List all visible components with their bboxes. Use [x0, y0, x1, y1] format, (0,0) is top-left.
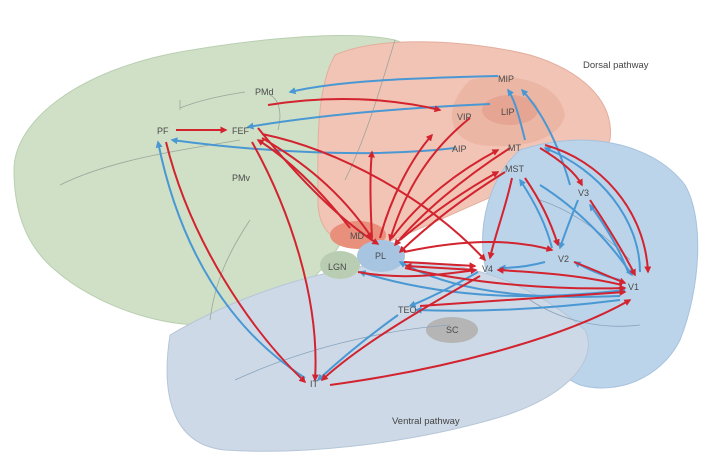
label-it: IT — [310, 379, 319, 389]
feedback-arrows — [155, 75, 641, 382]
pl-region — [357, 240, 405, 272]
arrow-v4-pl — [404, 262, 476, 271]
arrow-mip-pmd — [288, 75, 499, 95]
arrow-mst-pl — [398, 171, 506, 254]
label-lgn: LGN — [328, 262, 347, 272]
label-pmd: PMd — [255, 87, 274, 97]
arrow-v1-mt — [543, 146, 641, 273]
label-v3: V3 — [578, 188, 589, 198]
ventral-pathway-label: Ventral pathway — [392, 416, 460, 427]
arrow-v2-v1 — [573, 261, 627, 285]
arrow-aip-pf — [170, 137, 456, 155]
label-v1: V1 — [628, 282, 639, 292]
arrow-pl-mt — [391, 149, 500, 239]
arrow-pl-mst — [399, 171, 500, 241]
arrow-mt-mip — [507, 88, 526, 141]
label-v2: V2 — [558, 254, 569, 264]
sc-region — [426, 317, 478, 343]
lip-region — [482, 95, 538, 125]
arrow-v3-mip — [520, 88, 571, 186]
label-mip: MIP — [498, 74, 514, 84]
arrow-fef-v4 — [261, 133, 487, 262]
arrow-v1-v4 — [496, 266, 623, 286]
arrow-v1-teo — [414, 299, 621, 314]
arrow-v4-it — [320, 275, 481, 382]
label-pl: PL — [375, 251, 386, 261]
arrow-v2-mst — [519, 178, 553, 249]
dorsal-pathway-label: Dorsal pathway — [583, 60, 649, 71]
arrow-pmd-vip — [267, 97, 442, 113]
arrow-mst-v4 — [487, 177, 513, 260]
label-mt: MT — [508, 143, 521, 153]
arrow-mst-v2 — [524, 177, 560, 247]
arrow-it-v1 — [329, 299, 632, 386]
feedforward-arrows — [165, 97, 652, 386]
arrow-mt-pl — [394, 147, 511, 247]
arrow-lip-fef — [246, 103, 491, 130]
arrow-mst-v1 — [539, 184, 633, 277]
arrow-pl-v2 — [403, 240, 554, 253]
arrow-teo-v1 — [419, 288, 627, 307]
arrow-v3-v1 — [589, 199, 636, 277]
label-v4: V4 — [482, 264, 493, 274]
arrow-lip-pl — [388, 117, 471, 242]
arrow-fef-pl-1 — [261, 137, 373, 240]
arrow-pl-v1 — [404, 267, 627, 292]
arrow-pl-lip — [379, 133, 433, 239]
arrow-v2-v4 — [498, 261, 546, 272]
arrow-v3-v2 — [558, 199, 579, 250]
arrow-mt-v1 — [544, 144, 652, 274]
labels: Dorsal pathway Ventral pathway PMd PMv P… — [157, 60, 649, 427]
label-md: MD — [350, 231, 364, 241]
label-lip: LIP — [501, 107, 515, 117]
label-mst: MST — [505, 164, 525, 174]
label-pf: PF — [157, 126, 169, 136]
label-fef: FEF — [232, 126, 250, 136]
lgn-region — [320, 251, 360, 279]
label-vip: VIP — [457, 112, 472, 122]
arrow-pl-v4 — [403, 261, 477, 270]
arrow-fef-it — [251, 141, 319, 382]
label-aip: AIP — [452, 144, 467, 154]
label-sc: SC — [446, 325, 459, 335]
label-pmv: PMv — [232, 173, 251, 183]
arrow-pf-it — [165, 141, 307, 384]
arrow-pl-vip — [367, 150, 375, 239]
arrow-fef-pl-2 — [257, 127, 380, 245]
sulci-blue — [234, 199, 641, 381]
arrow-it-pf — [155, 140, 306, 379]
arrow-mt-v3 — [539, 147, 583, 187]
label-teo: TEO — [398, 305, 417, 315]
arrow-teo-it — [316, 314, 399, 382]
arrow-lgn-v4 — [357, 267, 478, 278]
